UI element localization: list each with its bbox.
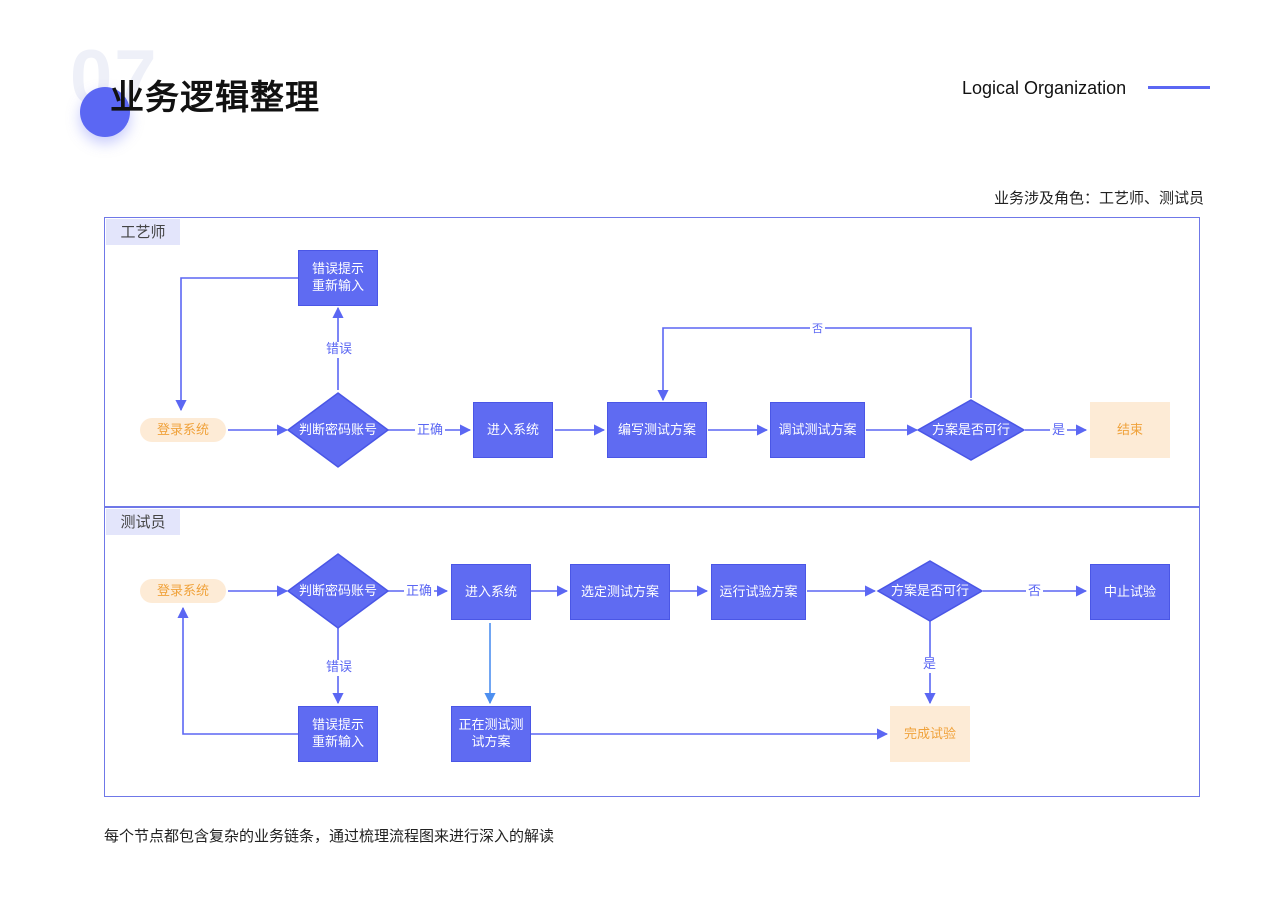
node-l1-debug: 调试测试方案 bbox=[770, 402, 865, 458]
node-l2-select: 选定测试方案 bbox=[570, 564, 670, 620]
node-l2-testing: 正在测试测 试方案 bbox=[451, 706, 531, 762]
edge-label-l1-wrong: 错误 bbox=[324, 342, 355, 358]
node-l1-check-label: 判断密码账号 bbox=[298, 422, 377, 438]
page-title: 业务逻辑整理 bbox=[110, 78, 320, 118]
edge-label-l2-correct: 正确 bbox=[404, 584, 435, 600]
node-l2-run: 运行试验方案 bbox=[711, 564, 806, 620]
node-l1-error: 错误提示 重新输入 bbox=[298, 250, 378, 306]
roles-caption: 业务涉及角色：工艺师、测试员 bbox=[993, 189, 1204, 207]
node-l2-login: 登录系统 bbox=[140, 579, 226, 603]
subtitle-underline bbox=[1148, 86, 1210, 89]
edge-label-l1-correct: 正确 bbox=[415, 423, 446, 439]
title-decoration-circle bbox=[80, 87, 130, 137]
node-l2-complete: 完成试验 bbox=[890, 706, 970, 762]
node-l1-decide-label: 方案是否可行 bbox=[931, 422, 1010, 438]
node-l2-testing-line1: 正在测试测 bbox=[458, 718, 524, 733]
diamond-l1-decide bbox=[916, 399, 1026, 461]
node-l1-error-line2: 重新输入 bbox=[311, 279, 364, 294]
node-l2-abort: 中止试验 bbox=[1090, 564, 1170, 620]
edge-label-l2-yes: 是 bbox=[921, 657, 939, 673]
node-l2-error: 错误提示 重新输入 bbox=[298, 706, 378, 762]
node-l2-enter: 进入系统 bbox=[451, 564, 531, 620]
edge-l1-error-login bbox=[175, 277, 298, 412]
node-l2-testing-line2: 试方案 bbox=[471, 735, 511, 750]
node-l2-decide-label: 方案是否可行 bbox=[890, 583, 969, 599]
edge-label-l1-no: 否 bbox=[810, 321, 825, 337]
footer-caption: 每个节点都包含复杂的业务链条，通过梳理流程图来进行深入的解读 bbox=[104, 827, 555, 845]
node-l2-error-line2: 重新输入 bbox=[311, 735, 364, 750]
lane-label-craftsman: 工艺师 bbox=[106, 219, 180, 245]
edge-label-l2-wrong: 错误 bbox=[324, 660, 355, 676]
node-l2-error-line1: 错误提示 bbox=[311, 718, 364, 733]
edge-l1-decide-write-loop bbox=[657, 327, 972, 402]
diamond-l2-decide bbox=[876, 560, 984, 622]
swimlane-divider bbox=[104, 506, 1200, 508]
node-l1-enter: 进入系统 bbox=[473, 402, 553, 458]
node-l2-check-label: 判断密码账号 bbox=[298, 583, 377, 599]
node-l1-login: 登录系统 bbox=[140, 418, 226, 442]
edge-label-l2-no: 否 bbox=[1026, 584, 1044, 600]
node-l1-end: 结束 bbox=[1090, 402, 1170, 458]
diamond-l2-check bbox=[286, 553, 390, 629]
node-l1-write: 编写测试方案 bbox=[607, 402, 707, 458]
edge-l2-error-login bbox=[177, 606, 298, 735]
lane-label-tester: 测试员 bbox=[106, 509, 180, 535]
page-subtitle: Logical Organization bbox=[962, 78, 1127, 98]
edge-label-l1-yes: 是 bbox=[1050, 423, 1068, 439]
node-l1-error-line1: 错误提示 bbox=[311, 262, 364, 277]
diamond-l1-check bbox=[286, 392, 390, 468]
